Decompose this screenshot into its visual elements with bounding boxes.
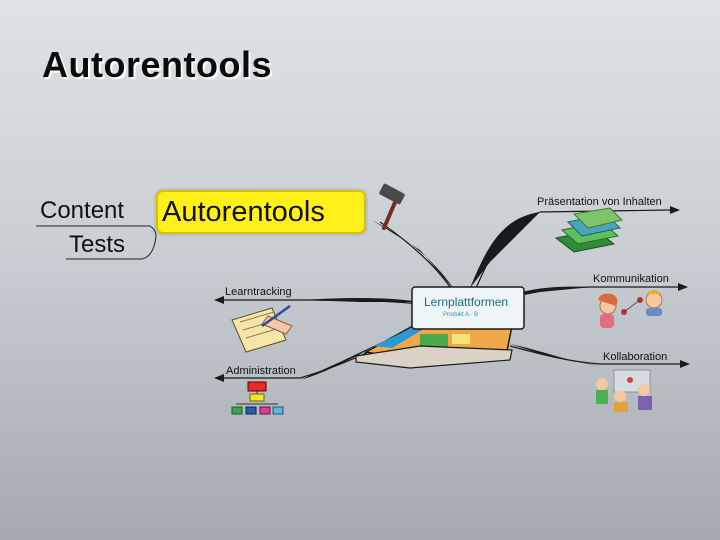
laptop-icon: [355, 286, 525, 369]
branch-label-administration: Administration: [226, 365, 296, 377]
org-chart-icon: [231, 381, 284, 415]
branch-label-learntracking: Learntracking: [225, 286, 292, 298]
content-underline: [36, 225, 157, 237]
hub-title: Lernplattformen: [424, 295, 509, 309]
hammer-icon: [379, 183, 405, 230]
branch-label-praesentation: Präsentation von Inhalten: [537, 196, 662, 208]
people-talking-icon: [598, 290, 663, 328]
slide-title: Autorentools: [42, 44, 272, 85]
tests-label: Tests: [69, 231, 126, 258]
tests-underline: [66, 235, 157, 260]
books-icon: [554, 207, 623, 253]
content-label: Content: [40, 197, 125, 224]
branch-central: [379, 221, 453, 291]
children-group-icon: [596, 369, 652, 412]
branch-label-kommunikation: Kommunikation: [593, 273, 669, 285]
central-topic: Autorentools: [156, 190, 366, 234]
hub-subtitle: Produkt A · B: [443, 312, 479, 318]
writing-hand-icon: [231, 304, 293, 353]
branch-label-kollaboration: Kollaboration: [603, 351, 668, 363]
